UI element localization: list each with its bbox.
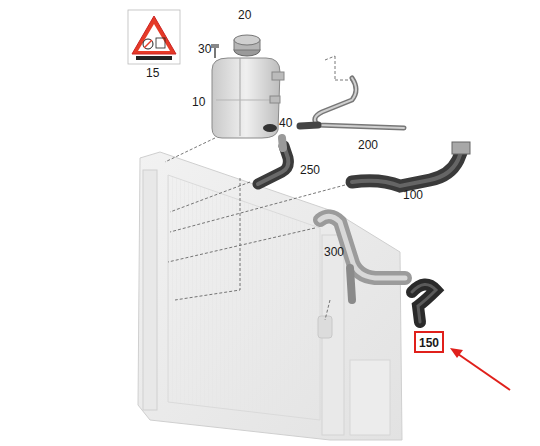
cap [234,35,260,56]
highlight-box: 150 [414,331,444,353]
callout-number: 100 [403,188,423,202]
callout-number: 10 [192,95,205,109]
callout-number: 40 [279,116,292,130]
expansion-tank [212,58,284,138]
callout-number: 250 [300,163,320,177]
callout-number: 15 [146,66,159,80]
pointer-arrow [450,348,510,390]
callout-number: 300 [324,245,344,259]
callout-number: 200 [358,138,378,152]
leader-lines [165,56,352,320]
screw [211,44,219,58]
callout-number: 150 [419,336,439,350]
callout-number: 30 [198,42,211,56]
grommet [263,124,277,132]
warning-sign [128,10,180,64]
radiator [138,152,402,440]
callout-number: 20 [238,8,251,22]
hoses [258,78,470,322]
